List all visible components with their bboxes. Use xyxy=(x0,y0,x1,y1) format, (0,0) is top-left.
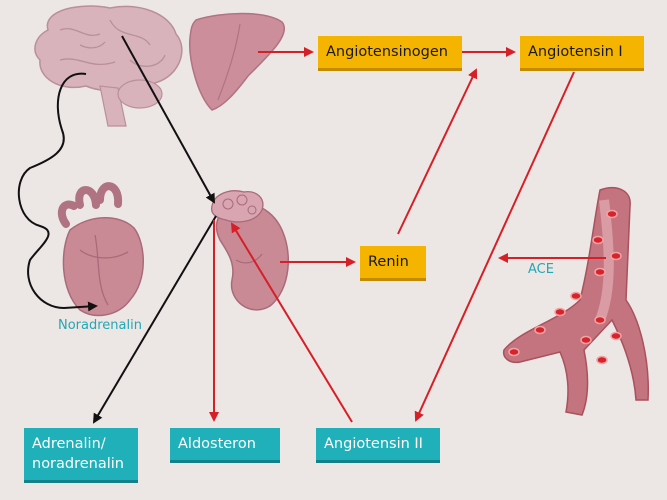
aldosteron-node: Aldosteron xyxy=(170,428,280,460)
adrenalin-noradrenalin-node: Adrenalin/ noradrenalin xyxy=(24,428,138,480)
angiotensin-2-node: Angiotensin II xyxy=(316,428,440,460)
angiotensin-1-node: Angiotensin I xyxy=(520,36,644,68)
ace-label: ACE xyxy=(528,262,554,277)
angiotensinogen-node: Angiotensinogen xyxy=(318,36,462,68)
angiotensin1-to-angiotensin2-arrow xyxy=(416,72,574,420)
renin-to-conversion-arrow xyxy=(398,70,476,234)
noradrenalin-label-text: Noradrenalin xyxy=(58,318,142,333)
adrenal-gland-icon xyxy=(212,191,263,222)
renin-node: Renin xyxy=(360,246,426,278)
angiotensin2-to-adrenal-arrow xyxy=(232,224,352,422)
adrenalin-label: Adrenalin/ xyxy=(32,434,106,454)
heart-icon xyxy=(62,186,143,315)
noradrenalin-label: noradrenalin xyxy=(32,454,124,474)
blood-vessel-icon xyxy=(504,188,649,415)
liver-icon xyxy=(190,14,285,111)
